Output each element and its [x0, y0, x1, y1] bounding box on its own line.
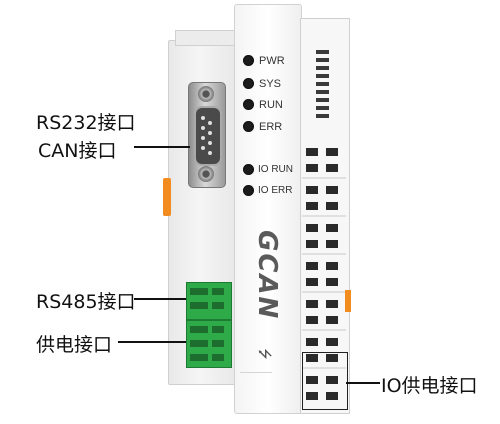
gcan-logo: GCAN	[252, 230, 282, 321]
usb-port-cover	[240, 372, 272, 393]
db9-screw-top	[198, 86, 214, 102]
pwr-led	[243, 55, 254, 66]
run-led	[243, 99, 254, 110]
db9-pins	[201, 116, 212, 155]
rs232-label: RS232接口	[36, 112, 136, 134]
usb-icon: ⭍	[256, 348, 273, 360]
top-latch	[175, 30, 237, 46]
terminal-holes	[302, 148, 346, 400]
front-panel	[234, 4, 302, 414]
err-led-label: ERR	[259, 121, 283, 133]
vent-slot	[316, 106, 329, 110]
power-leader-line	[118, 341, 186, 343]
db9-screw-bottom	[198, 166, 214, 182]
io-err-led-label: IO ERR	[258, 185, 293, 196]
run-led-label: RUN	[259, 99, 283, 111]
io-err-led	[243, 185, 254, 196]
vent-slot	[316, 58, 329, 62]
sys-led-label: SYS	[259, 78, 282, 90]
vent-slot	[316, 66, 329, 70]
vent-slot	[316, 114, 329, 118]
orange-clip	[163, 178, 171, 216]
vent-slot	[316, 98, 329, 102]
power-label: 供电接口	[36, 334, 113, 356]
io-power-label: IO供电接口	[381, 375, 478, 397]
vent-slot	[316, 50, 329, 54]
vent-slot	[316, 74, 329, 78]
io-power-highlight-box	[302, 352, 348, 410]
rs485-label: RS485接口	[36, 291, 136, 313]
terminal-ports	[190, 288, 224, 361]
can-leader-line	[134, 146, 190, 148]
io-run-led-label: IO RUN	[258, 164, 293, 175]
vent-slot	[316, 90, 329, 94]
io-run-led	[243, 164, 254, 175]
pwr-led-label: PWR	[259, 55, 285, 67]
db9-socket	[194, 106, 222, 166]
io-power-leader-line	[346, 382, 380, 384]
rs485-leader-line	[134, 298, 186, 300]
strip-orange-tab	[345, 290, 351, 312]
err-led	[243, 121, 254, 132]
sys-led	[243, 78, 254, 89]
vent-slot	[316, 82, 329, 86]
can-label: CAN接口	[38, 140, 117, 162]
